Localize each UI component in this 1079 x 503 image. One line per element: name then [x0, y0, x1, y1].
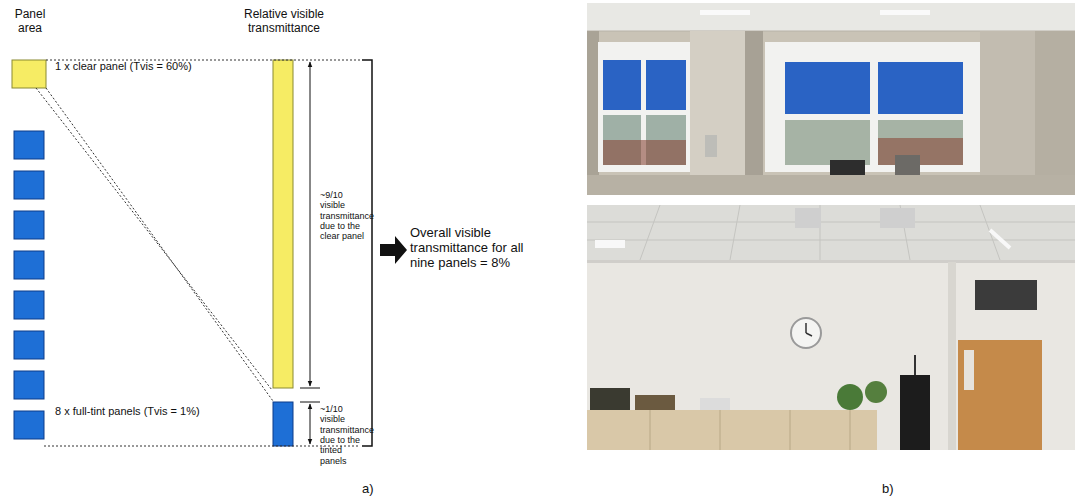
tint-bar	[273, 402, 293, 446]
dimension-arrow	[310, 62, 311, 386]
figure-label: a)	[362, 482, 392, 497]
guide-lines	[36, 60, 360, 446]
clear-bar	[273, 60, 293, 388]
result-arrow	[380, 236, 407, 264]
panel-label: 1 x clear panel (Tvis = 60%)	[55, 60, 265, 73]
tinted-panels	[14, 131, 44, 439]
bar-note: ~1/10 visible transmittance due to the t…	[320, 404, 368, 466]
clear-panel	[12, 60, 46, 88]
result-text: Overall visible transmittance for all ni…	[410, 226, 550, 271]
column-heading: Panel area	[6, 8, 54, 36]
bar-note: ~9/10 visible transmittance due to the c…	[320, 190, 368, 242]
office-photo-wall	[587, 205, 1075, 450]
figure-label: b)	[882, 482, 912, 497]
dimension-arrow	[310, 404, 311, 444]
panel-label: 8 x full-tint panels (Tvis = 1%)	[55, 405, 265, 418]
bracket	[362, 60, 372, 446]
office-photo-window	[587, 3, 1075, 195]
column-heading: Relative visible transmittance	[228, 8, 340, 36]
